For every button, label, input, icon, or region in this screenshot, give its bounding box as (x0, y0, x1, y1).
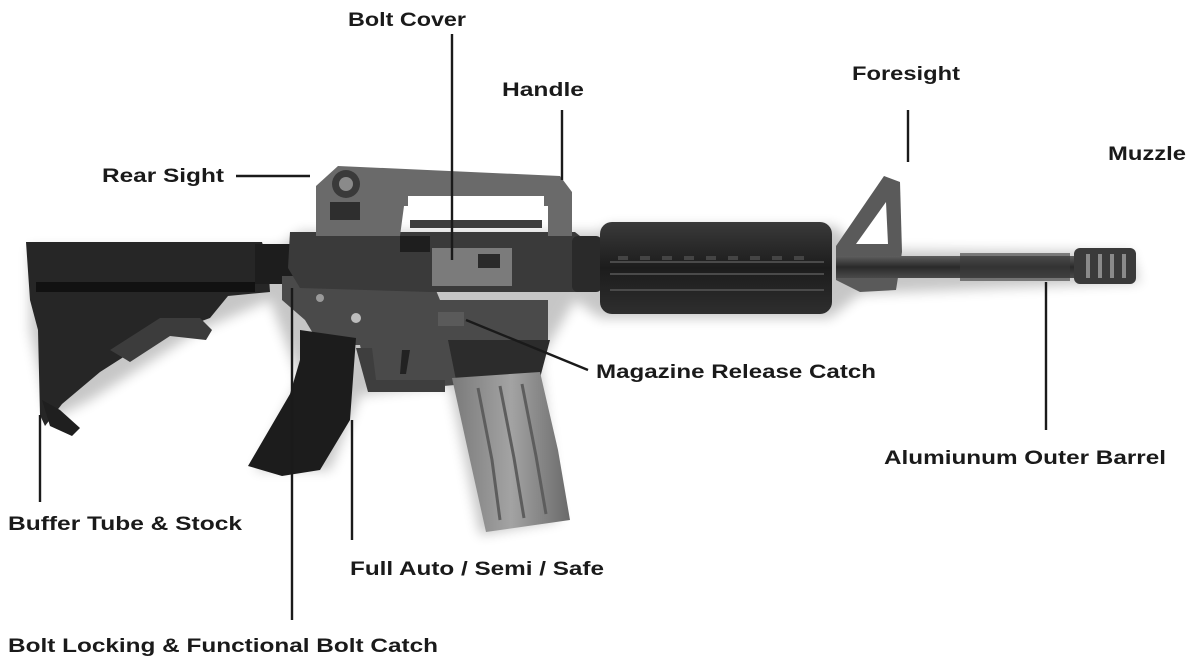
leader-magazine-release (465, 318, 589, 372)
handguard (600, 222, 832, 314)
rear-sight-knob (330, 202, 360, 220)
label-buffer-tube-stock: Buffer Tube & Stock (8, 514, 243, 535)
label-full-auto-semi-safe: Full Auto / Semi / Safe (350, 559, 604, 580)
flash-hider (1074, 248, 1136, 284)
label-bolt-locking-catch: Bolt Locking & Functional Bolt Catch (8, 636, 438, 657)
front-sight-window (856, 202, 888, 244)
leader-lines (38, 34, 1048, 620)
label-magazine-release-catch: Magazine Release Catch (596, 362, 876, 383)
label-bolt-cover: Bolt Cover (348, 10, 467, 31)
mag-release-button (438, 312, 464, 326)
trigger-guard (356, 348, 445, 392)
label-muzzle: Muzzle (1108, 144, 1186, 165)
handguard-vents (618, 256, 804, 260)
takedown-pin (316, 294, 324, 302)
barrel-step (960, 253, 1070, 281)
label-aluminium-outer-barrel: Alumiunum Outer Barrel (884, 448, 1166, 469)
magazine (452, 372, 570, 532)
labels: Bolt Cover Handle Foresight Muzzle Rear … (8, 10, 1186, 657)
rear-sight-aperture (339, 177, 353, 191)
stock-lever (110, 318, 212, 362)
magazine-ribs (476, 383, 548, 521)
magazine-well (448, 340, 550, 380)
label-handle: Handle (502, 80, 584, 101)
lower-receiver (282, 276, 548, 388)
carry-handle-rail (410, 220, 542, 228)
stock-rail (36, 282, 255, 292)
rifle-illustration (26, 166, 1136, 532)
pistol-grip (248, 330, 356, 476)
label-foresight: Foresight (852, 64, 961, 85)
bolt-cover-slot (478, 254, 500, 268)
charging-handle (400, 236, 430, 252)
flash-hider-slots (1086, 254, 1126, 278)
handguard-ribs (610, 261, 824, 291)
stock-toe (42, 400, 80, 436)
selector-pin (351, 313, 361, 323)
carry-handle-window (408, 196, 544, 218)
trigger (400, 350, 410, 374)
barrel-nut (572, 236, 602, 292)
label-rear-sight: Rear Sight (102, 166, 225, 187)
